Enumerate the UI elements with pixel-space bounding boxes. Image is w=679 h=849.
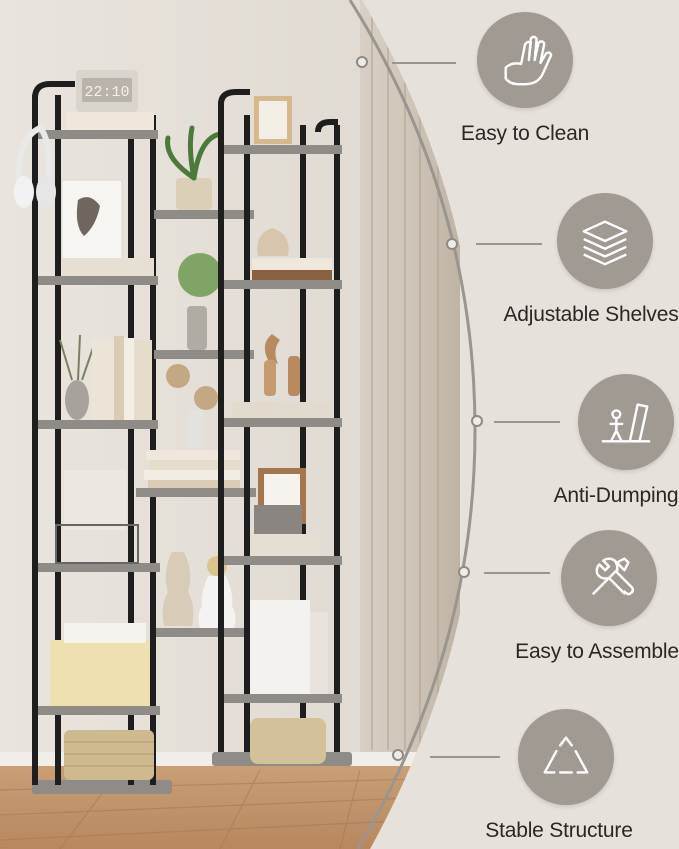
hand-wipe-icon [477,12,573,108]
stacked-layers-icon [557,193,653,289]
clock-display: 22:10 [84,84,129,101]
feature-label: Anti-Dumping [553,484,679,507]
connector-node [392,749,404,761]
bookshelf-right-tower [212,89,352,766]
feature-easy-to-clean: Easy to Clean [425,12,625,146]
headphones [14,124,56,208]
connector-node [446,238,458,250]
feature-adjustable-shelves: Adjustable Shelves [503,193,679,327]
curved-divider [348,0,477,849]
vase [162,552,194,626]
connector-line [392,62,456,64]
connector-node [471,415,483,427]
person-shelf-tip-icon [578,374,674,470]
connector-node [356,56,368,68]
feature-stable-structure: Stable Structure [466,709,666,843]
connector-line [484,572,550,574]
woven-basket [64,730,154,780]
feature-label: Easy to Assemble [515,640,679,663]
connector-line [494,421,560,423]
feature-label: Stable Structure [485,819,633,842]
feature-label: Easy to Clean [460,122,590,145]
tools-wrench-screwdriver-icon [561,530,657,626]
storage-box [50,640,150,706]
connector-line [476,243,542,245]
feature-label: Adjustable Shelves [503,303,679,326]
bookshelf-middle-tower [136,125,256,637]
connector-node [458,566,470,578]
woven-basket-right [250,718,326,764]
feature-easy-to-assemble: Easy to Assemble [509,530,679,664]
triangle-arrows-icon [518,709,614,805]
feature-anti-dumping: Anti-Dumping [526,374,679,508]
connector-line [430,756,500,758]
